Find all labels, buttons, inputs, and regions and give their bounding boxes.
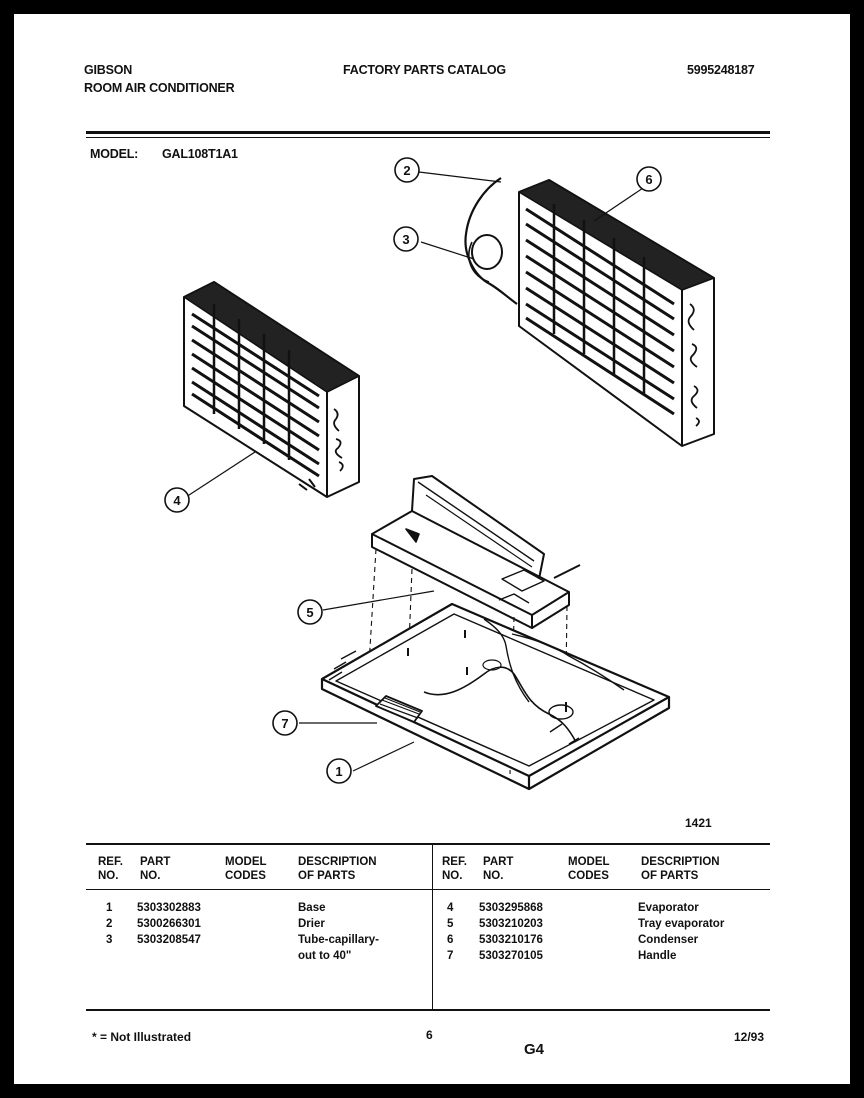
table-cell-desc: Condenser — [638, 934, 699, 946]
callout-7-circle — [272, 710, 298, 736]
table-cell-part: 5303270105 — [479, 950, 543, 962]
table-cell-codes — [225, 901, 295, 917]
header-rule-thick — [86, 131, 770, 134]
callout-1-label: 1 — [335, 764, 342, 779]
exploded-parts-diagram: 2 3 4 5 6 7 1 — [164, 157, 715, 791]
callout-6-circle — [636, 166, 662, 192]
table-cell-ref: 5 — [447, 918, 454, 930]
table-cell-codes — [568, 933, 638, 949]
catalog-title: FACTORY PARTS CATALOG — [343, 63, 506, 77]
table-cell-ref — [106, 949, 126, 965]
section-code: G4 — [524, 1041, 545, 1058]
table-cell-part: 5303302883 — [137, 902, 201, 914]
table-bottom-rule — [86, 1009, 770, 1011]
callout-2-label: 2 — [403, 163, 410, 178]
table-cell-part: 5303210176 — [479, 934, 543, 946]
callout-leaders — [185, 171, 650, 772]
callout-3-label: 3 — [402, 232, 409, 247]
evaporator-tray — [371, 475, 581, 629]
table-cell-desc: Tube-capillary- — [298, 934, 379, 946]
table-cell-part: 5303210203 — [479, 918, 543, 930]
table-center-divider — [432, 845, 433, 1009]
callout-5-circle — [297, 599, 323, 625]
table-cell-codes — [568, 917, 638, 933]
callout-4-label: 4 — [173, 493, 181, 508]
header-ref-no-right: REF.NO. — [442, 856, 467, 882]
handle — [375, 695, 423, 723]
not-illustrated-note: * = Not Illustrated — [92, 1030, 192, 1044]
model-number: GAL108T1A1 — [162, 147, 238, 161]
table-cell-ref: 6 — [447, 934, 454, 946]
parts-catalog-page: GIBSON ROOM AIR CONDITIONER FACTORY PART… — [14, 14, 850, 1084]
brand-name: GIBSON — [84, 63, 133, 77]
table-cell-part: 5303208547 — [137, 934, 201, 946]
table-cell-codes — [568, 901, 638, 917]
callout-5-label: 5 — [306, 605, 313, 620]
header-ref-no: REF.NO. — [98, 856, 123, 882]
table-cell-codes — [225, 933, 295, 949]
table-cell-part — [137, 949, 223, 965]
evaporator-coil — [183, 281, 360, 498]
product-name: ROOM AIR CONDITIONER — [84, 81, 235, 95]
table-cell-desc: out to 40" — [298, 950, 352, 962]
callout-4-circle — [164, 487, 190, 513]
callout-circles — [164, 157, 662, 784]
catalog-date: 12/93 — [734, 1030, 765, 1044]
table-cell-desc: Handle — [638, 950, 677, 962]
header-rule-thin — [86, 137, 770, 138]
callout-6-label: 6 — [645, 172, 652, 187]
table-cell-part: 5300266301 — [137, 918, 201, 930]
base-pan — [320, 602, 671, 791]
model-label: MODEL: — [90, 147, 139, 161]
table-cell-ref: 4 — [447, 902, 454, 914]
table-cell-ref: 1 — [106, 902, 113, 914]
table-cell-desc: Evaporator — [638, 902, 699, 914]
table-header-rule — [86, 889, 770, 890]
page-number: 6 — [426, 1028, 433, 1042]
table-cell-ref: 3 — [106, 934, 113, 946]
table-cell-part: 5303295868 — [479, 902, 543, 914]
callout-2-circle — [394, 157, 420, 183]
table-cell-codes — [225, 917, 295, 933]
table-cell-ref: 7 — [447, 950, 454, 962]
table-cell-codes — [568, 949, 638, 965]
catalog-number: 5995248187 — [687, 63, 755, 77]
table-cell-ref: 2 — [106, 918, 113, 930]
callout-1-circle — [326, 758, 352, 784]
table-cell-desc: Drier — [298, 918, 325, 930]
callout-7-label: 7 — [281, 716, 288, 731]
table-top-rule — [86, 843, 770, 845]
table-cell-desc: Tray evaporator — [638, 918, 725, 930]
callout-3-circle — [393, 226, 419, 252]
table-cell-codes — [225, 949, 295, 965]
figure-number: 1421 — [685, 816, 712, 830]
drier-and-capillary-tube — [464, 177, 518, 305]
table-cell-desc: Base — [298, 902, 326, 914]
condenser-coil — [518, 179, 715, 447]
